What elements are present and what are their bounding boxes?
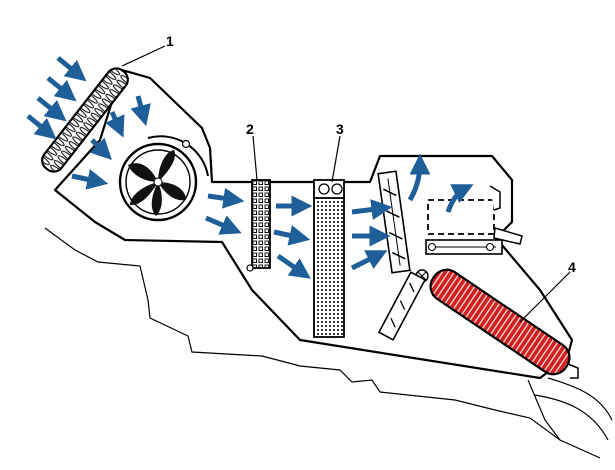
blower-fan xyxy=(118,135,209,222)
heater-core xyxy=(313,179,345,338)
dashed-compartment xyxy=(427,185,523,245)
callout-4: 4 xyxy=(568,259,576,275)
callout-3: 3 xyxy=(336,121,344,137)
distribution-flap-middle xyxy=(425,239,503,255)
heating-element xyxy=(429,268,571,376)
housing-tab xyxy=(567,363,579,379)
evaporator xyxy=(246,179,271,272)
callout-2: 2 xyxy=(246,121,254,137)
airflow-arrows xyxy=(26,56,474,279)
leader-lines xyxy=(121,45,571,323)
fresh-air-filter xyxy=(41,67,129,173)
body-contour xyxy=(44,227,613,459)
distribution-flap-lower xyxy=(377,269,429,341)
callout-1: 1 xyxy=(166,33,174,49)
distribution-flap-upper xyxy=(377,170,411,274)
